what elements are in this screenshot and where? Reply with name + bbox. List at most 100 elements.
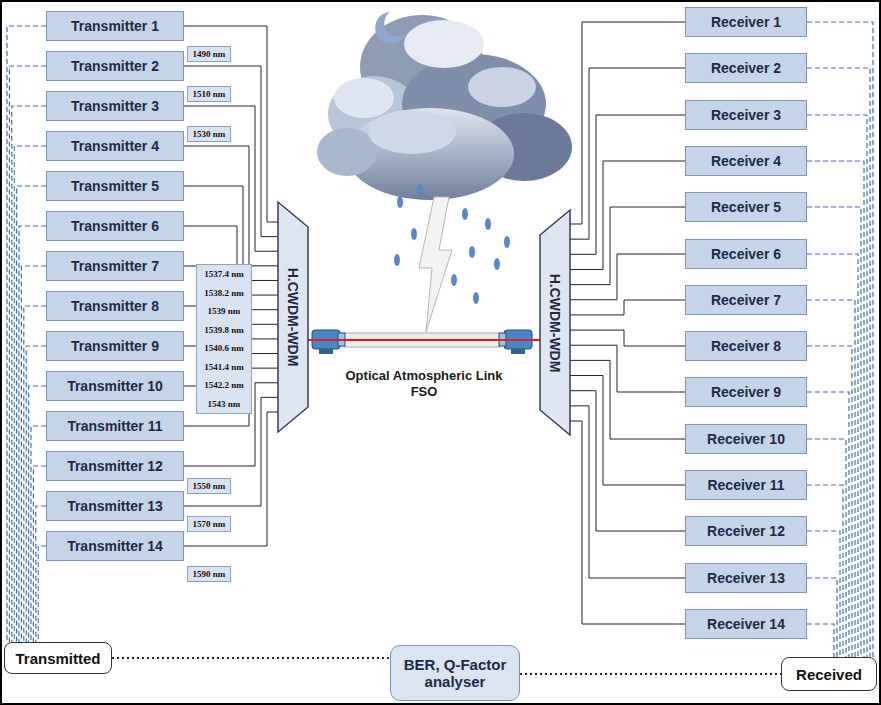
- node-text: 1539 nm: [208, 306, 241, 316]
- wavelength-tag: 1570 nm: [187, 516, 231, 532]
- monitor-line: [17, 186, 46, 642]
- trapezoid-shape: [540, 210, 570, 435]
- receiver-box: Receiver 12: [685, 516, 807, 546]
- node-text: 1538.2 nm: [204, 288, 244, 298]
- lightning-bolt: [419, 197, 452, 332]
- transmitter-box: Transmitter 1: [46, 11, 184, 41]
- node-text: Transmitter 5: [71, 178, 159, 194]
- node-text: 1540.6 nm: [204, 343, 244, 353]
- fso-beam: [308, 339, 540, 341]
- monitor-line: [807, 578, 837, 657]
- receiver-box: Receiver 4: [685, 146, 807, 176]
- fibre-line: [570, 360, 685, 439]
- illustration-part: [451, 274, 457, 286]
- node-text: Receiver 8: [711, 338, 781, 354]
- receiver-box: Receiver 13: [685, 563, 807, 593]
- fibre-line: [570, 300, 685, 315]
- node-text: 1537.4 nm: [204, 269, 244, 279]
- monitor-line: [807, 161, 864, 657]
- monitor-line: [31, 426, 46, 642]
- right-telescope: [499, 330, 532, 354]
- node-text: 1510 nm: [193, 89, 226, 99]
- transmitter-box: Transmitter 2: [46, 51, 184, 81]
- illustration-part: [473, 292, 479, 304]
- monitor-line: [36, 506, 46, 642]
- fibre-line: [184, 106, 278, 251]
- wavelength-tag: 1530 nm: [187, 126, 231, 142]
- illustration-part: [411, 228, 417, 240]
- illustration-part: [494, 258, 500, 270]
- illustration-part: [368, 110, 456, 154]
- receiver-box: Receiver 6: [685, 239, 807, 269]
- illustration-part: [485, 218, 491, 230]
- node-text: Transmitter 13: [67, 498, 163, 514]
- illustration-part: [319, 349, 333, 354]
- node-text: Transmitter 11: [68, 418, 163, 434]
- node-text: 1541.4 nm: [204, 362, 244, 372]
- analyser-link: [112, 657, 390, 659]
- node-text: Receiver 4: [711, 153, 781, 169]
- illustration-part: [334, 78, 394, 118]
- monitor-line: [7, 26, 46, 642]
- fibre-line: [570, 207, 685, 285]
- node-text: Transmitter 4: [71, 138, 159, 154]
- receiver-box: Receiver 1: [685, 7, 807, 37]
- monitor-line: [19, 226, 46, 642]
- node-text: Transmitter 6: [71, 218, 159, 234]
- wdm-multiplexer: H.CWDM-WDM: [278, 202, 308, 432]
- illustration-part: [468, 67, 536, 107]
- link-label: Optical Atmospheric Link FSO: [337, 368, 512, 401]
- node-text: Receiver 6: [711, 246, 781, 262]
- node-text: 1490 nm: [193, 49, 226, 59]
- monitor-line: [24, 306, 46, 642]
- monitor-line: [807, 254, 858, 657]
- fibre-line: [184, 412, 278, 546]
- receiver-box: Receiver 9: [685, 377, 807, 407]
- illustration-part: [504, 236, 510, 248]
- node-text: Receiver 11: [707, 477, 784, 493]
- transmitter-box: Transmitter 11: [46, 411, 184, 441]
- transmitter-box: Transmitter 8: [46, 291, 184, 321]
- monitor-line: [807, 485, 843, 657]
- node-text: Transmitter 14: [67, 538, 163, 554]
- transmitter-box: Transmitter 5: [46, 171, 184, 201]
- node-text: Transmitter 3: [71, 98, 159, 114]
- monitor-line: [807, 624, 834, 657]
- node-text: H.CWDM-WDM: [285, 268, 301, 367]
- wavelength-tag: 1537.4 nm1538.2 nm1539 nm1539.8 nm1540.6…: [196, 264, 252, 414]
- monitor-line: [9, 66, 46, 642]
- monitor-line: [26, 346, 46, 642]
- node-text: Receiver 2: [711, 60, 781, 76]
- monitor-line: [807, 531, 840, 657]
- monitor-line: [807, 300, 855, 657]
- monitor-line: [807, 392, 849, 657]
- receiver-box: Receiver 10: [685, 424, 807, 454]
- transmitter-box: Transmitter 4: [46, 131, 184, 161]
- node-text: Transmitter 7: [71, 258, 159, 274]
- node-text: Receiver 1: [711, 14, 781, 30]
- receiver-box: Receiver 8: [685, 331, 807, 361]
- node-text: Transmitter 8: [71, 298, 159, 314]
- fibre-line: [570, 161, 685, 269]
- fibre-line: [570, 22, 685, 224]
- monitor-line: [807, 346, 852, 657]
- illustration-part: [462, 208, 468, 220]
- fibre-line: [570, 376, 685, 485]
- monitor-line: [21, 266, 46, 642]
- terminal-box: Transmitted: [4, 642, 112, 674]
- fibre-line: [184, 66, 278, 237]
- node-text: Receiver 7: [711, 292, 781, 308]
- illustration-part: [375, 12, 406, 44]
- node-text: 1543 nm: [208, 399, 241, 409]
- transmitter-box: Transmitter 12: [46, 451, 184, 481]
- transmitter-box: Transmitter 9: [46, 331, 184, 361]
- transmitter-box: Transmitter 14: [46, 531, 184, 561]
- fibre-line: [570, 115, 685, 254]
- storm-cloud: [317, 12, 572, 200]
- node-text: Transmitter 10: [67, 378, 163, 394]
- wavelength-tag: 1490 nm: [187, 46, 231, 62]
- receiver-box: Receiver 3: [685, 100, 807, 130]
- illustration-part: [469, 246, 475, 258]
- monitor-line: [807, 439, 846, 657]
- fibre-line: [570, 330, 685, 346]
